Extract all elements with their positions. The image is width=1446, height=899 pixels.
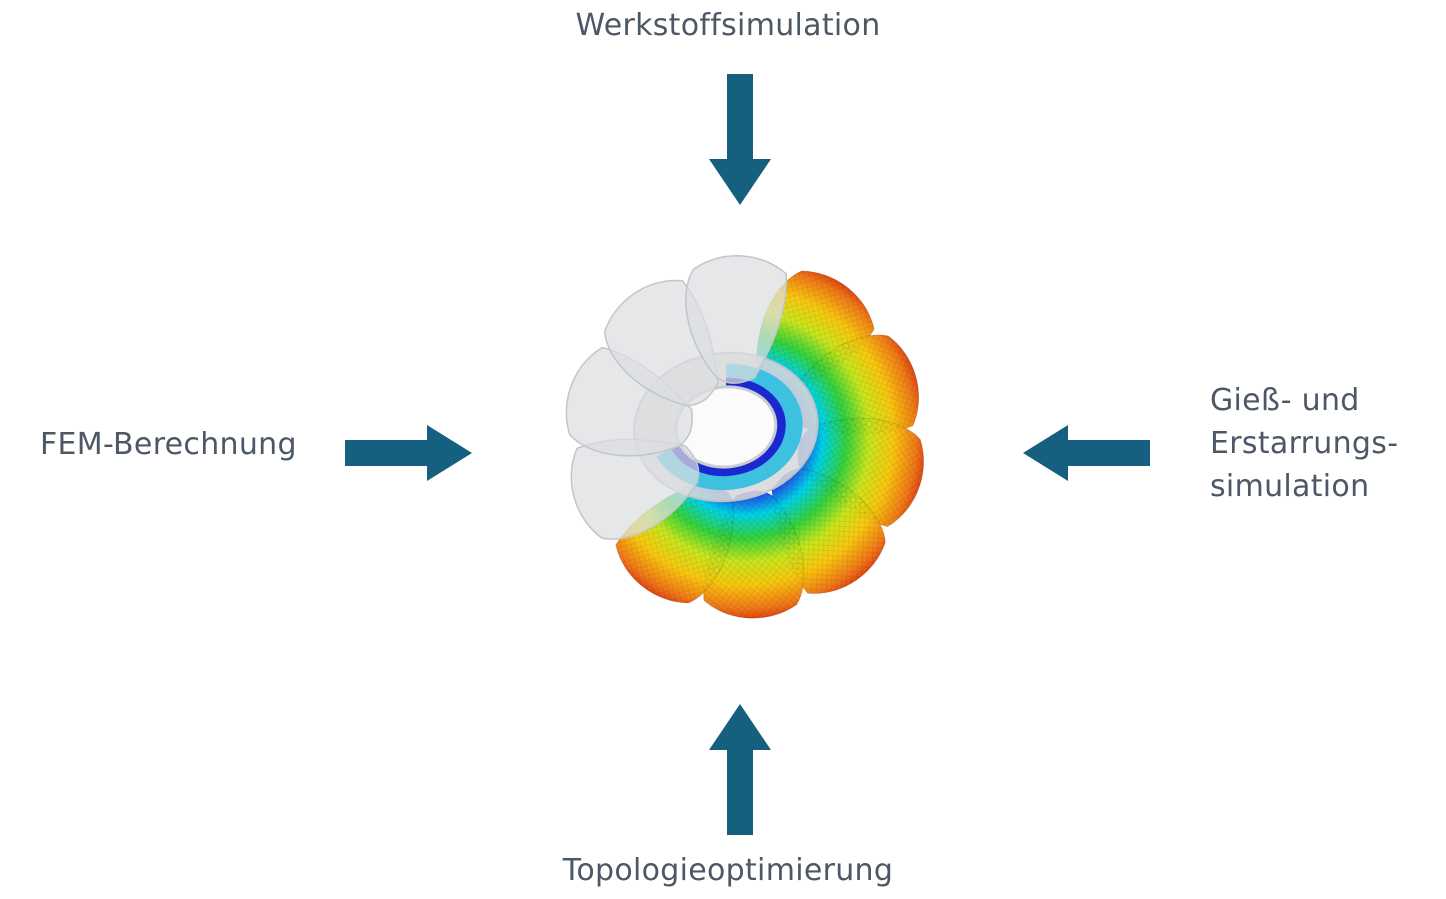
label-giess-erstarrungssimulation: Gieß- und Erstarrungs- simulation — [1210, 379, 1398, 508]
arrow-left-icon — [1023, 425, 1150, 481]
arrow-up-shape — [709, 704, 771, 835]
impeller-hub-ring-blue — [671, 377, 786, 477]
impeller-image — [530, 242, 960, 647]
arrow-right-shape — [345, 425, 472, 481]
arrow-right-icon — [345, 425, 472, 481]
label-werkstoffsimulation: Werkstoffsimulation — [575, 8, 881, 43]
arrow-down-icon — [709, 74, 771, 205]
label-topologieoptimierung: Topologieoptimierung — [562, 853, 894, 888]
label-fem-berechnung: FEM-Berechnung — [40, 427, 297, 462]
label-right-line-2: Erstarrungs- — [1210, 426, 1399, 461]
arrow-left-shape — [1023, 425, 1150, 481]
label-right-line-3: simulation — [1210, 469, 1370, 504]
arrow-down-shape — [709, 74, 771, 205]
arrow-up-icon — [709, 704, 771, 835]
label-right-line-1: Gieß- und — [1210, 383, 1360, 418]
impeller-svg — [554, 249, 935, 625]
